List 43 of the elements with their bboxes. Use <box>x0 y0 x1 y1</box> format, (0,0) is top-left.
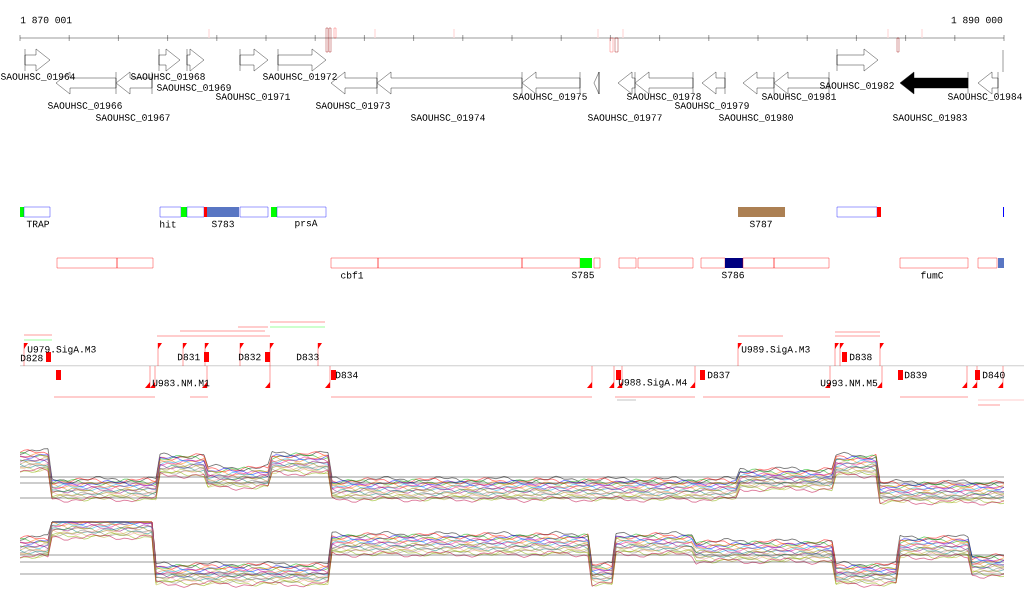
gene-label: SAOUHSC_01974 <box>410 114 485 122</box>
gene-label: SAOUHSC_01973 <box>315 102 390 110</box>
promoter-label: D839 <box>904 371 927 379</box>
feature-label: S786 <box>721 271 744 279</box>
promoter-label: U983.NM.M1 <box>152 379 210 387</box>
gene-label: SAOUHSC_01978 <box>626 93 701 101</box>
gene-label: SAOUHSC_01964 <box>0 73 75 81</box>
gene-label: SAOUHSC_01982 <box>819 82 894 90</box>
promoter-label: D840 <box>982 371 1005 379</box>
promoter-label: D833 <box>296 353 319 361</box>
gene-label: SAOUHSC_01967 <box>95 114 170 122</box>
gene-label: SAOUHSC_01980 <box>718 114 793 122</box>
feature-label: S787 <box>749 220 772 228</box>
gene-label: SAOUHSC_01977 <box>587 114 662 122</box>
promoter-label: D834 <box>335 371 358 379</box>
promoter-label: D837 <box>707 371 730 379</box>
gene-label: SAOUHSC_01975 <box>512 93 587 101</box>
gene-label: SAOUHSC_01969 <box>156 84 231 92</box>
promoter-label: U989.SigA.M3 <box>741 345 810 355</box>
promoter-label: D828 <box>20 354 43 362</box>
promoter-label: U988.SigA.M4 <box>618 378 687 388</box>
gene-label: SAOUHSC_01971 <box>215 93 290 101</box>
feature-label: prsA <box>295 219 318 229</box>
gene-label: SAOUHSC_01979 <box>674 102 749 110</box>
gene-label: SAOUHSC_01983 <box>892 114 967 122</box>
promoter-label: U993.NM.M5 <box>820 379 878 387</box>
promoter-label: U979.SigA.M3 <box>27 345 96 355</box>
feature-label: hit <box>160 220 176 228</box>
gene-label: SAOUHSC_01972 <box>262 73 337 81</box>
gene-label: SAOUHSC_01966 <box>47 102 122 110</box>
feature-label: S783 <box>211 220 234 228</box>
feature-label: cbf1 <box>341 271 364 279</box>
gene-label: SAOUHSC_01984 <box>947 93 1022 101</box>
promoter-label: D831 <box>177 353 200 361</box>
gene-label: SAOUHSC_01968 <box>130 73 205 81</box>
feature-label: TRAP <box>26 220 49 228</box>
promoter-label: D838 <box>849 353 872 361</box>
coordinate-label: 1 890 000 <box>951 16 1003 24</box>
coordinate-label: 1 870 001 <box>20 16 72 24</box>
feature-label: fumC <box>921 271 944 279</box>
gene-label: SAOUHSC_01981 <box>761 93 836 101</box>
feature-label: S785 <box>571 271 594 279</box>
promoter-label: D832 <box>238 353 261 361</box>
